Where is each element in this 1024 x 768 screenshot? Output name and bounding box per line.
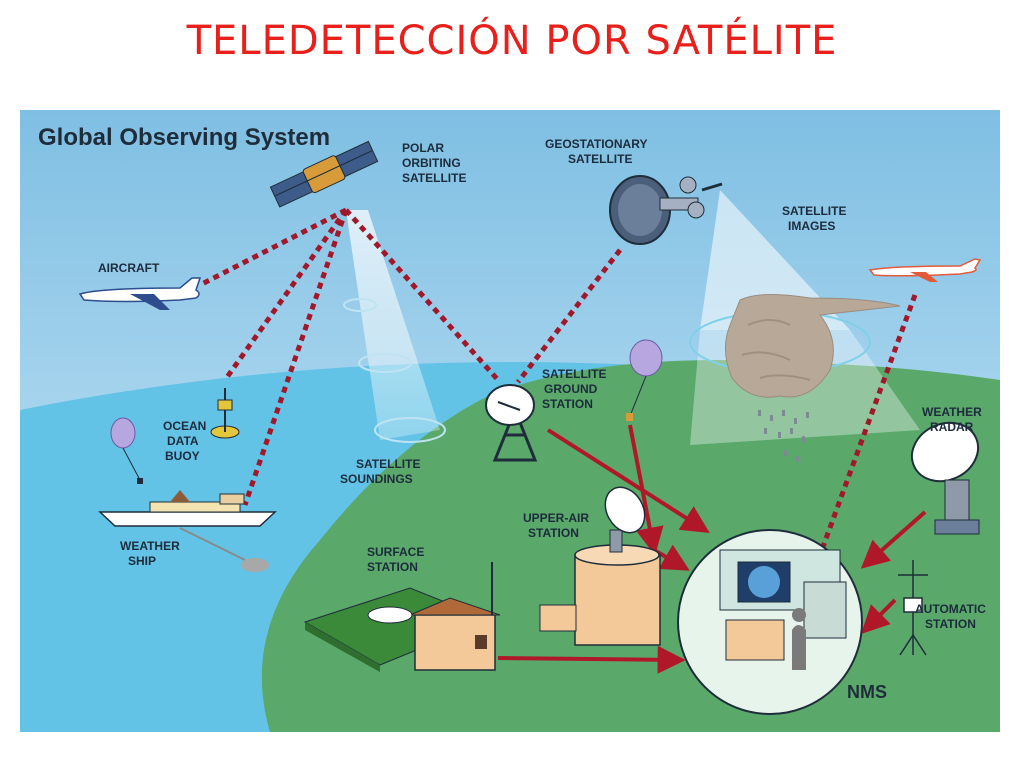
svg-text:AIRCRAFT: AIRCRAFT: [98, 261, 160, 275]
label-nms: NMS: [847, 682, 887, 702]
ground-station-icon: [485, 384, 538, 462]
ocean-buoy-icon: [210, 388, 240, 439]
svg-text:UPPER-AIR: UPPER-AIR: [523, 511, 589, 525]
upper-air-station-icon: [539, 486, 661, 646]
label-aircraft: AIRCRAFT: [98, 261, 160, 275]
svg-text:SATELLITE: SATELLITE: [542, 367, 606, 381]
geostationary-satellite-icon: [609, 175, 723, 245]
svg-text:WEATHER: WEATHER: [922, 405, 982, 419]
nms-centre-icon: [677, 529, 863, 715]
upper-air-balloon-icon: [626, 339, 663, 421]
label-satellite-soundings: SATELLITE SOUNDINGS: [340, 457, 420, 486]
svg-text:GROUND: GROUND: [544, 382, 598, 396]
label-weather-radar: WEATHER RADAR: [922, 405, 982, 434]
svg-text:STATION: STATION: [367, 560, 418, 574]
svg-text:AUTOMATIC: AUTOMATIC: [915, 602, 986, 616]
svg-text:SATELLITE: SATELLITE: [782, 204, 846, 218]
link-satellite-aircraft: [198, 207, 348, 288]
svg-text:RADAR: RADAR: [930, 420, 974, 434]
surface-station-icon: [303, 562, 501, 672]
data-flow-arrows: [497, 424, 927, 674]
global-observing-system-diagram: Global Observing System POLAR ORBITING S…: [20, 110, 1000, 732]
label-geostationary-satellite: GEOSTATIONARY SATELLITE: [545, 137, 647, 166]
label-polar-satellite: POLAR ORBITING SATELLITE: [402, 141, 466, 185]
svg-text:SURFACE: SURFACE: [367, 545, 424, 559]
svg-text:ORBITING: ORBITING: [402, 156, 461, 170]
label-upper-air-station: UPPER-AIR STATION: [523, 511, 589, 540]
aircraft-icon: [78, 277, 202, 310]
aircraft-red-icon: [868, 258, 982, 282]
svg-text:STATION: STATION: [528, 526, 579, 540]
link-satellite-ground-station: [344, 208, 500, 382]
arrow-balloon-upper-air: [628, 424, 664, 556]
weather-ship-icon: [98, 490, 277, 572]
observation-links: [198, 207, 918, 556]
label-satellite-images: SATELLITE IMAGES: [782, 204, 846, 233]
label-automatic-station: AUTOMATIC STATION: [915, 602, 986, 631]
arrow-upper-air-nms: [652, 544, 690, 571]
svg-text:BUOY: BUOY: [165, 449, 200, 463]
arrow-ground-station-nms: [546, 428, 710, 534]
svg-text:SATELLITE: SATELLITE: [402, 171, 466, 185]
link-satellite-ship: [242, 209, 349, 506]
sounding-cone: [343, 210, 446, 443]
arrow-automatic-nms: [861, 598, 897, 634]
label-surface-station: SURFACE STATION: [367, 545, 424, 574]
diagram-heading: Global Observing System: [38, 124, 330, 151]
automatic-station-icon: [898, 560, 928, 656]
svg-text:STATION: STATION: [542, 397, 593, 411]
arrow-radar-nms: [860, 510, 927, 569]
svg-text:SOUNDINGS: SOUNDINGS: [340, 472, 413, 486]
link-geostationary-ground-station: [516, 248, 622, 384]
svg-text:SATELLITE: SATELLITE: [356, 457, 420, 471]
svg-text:OCEAN: OCEAN: [163, 419, 206, 433]
label-ground-station: SATELLITE GROUND STATION: [542, 367, 606, 411]
slide-title: TELEDETECCIÓN POR SATÉLITE: [186, 18, 838, 64]
link-aircraft-nms: [817, 294, 918, 556]
weather-radar-icon: [910, 421, 980, 535]
svg-text:WEATHER: WEATHER: [120, 539, 180, 553]
storm-cloud: [725, 293, 901, 462]
polar-satellite-icon: [269, 140, 379, 208]
diagram-canvas: Global Observing System POLAR ORBITING S…: [20, 110, 1000, 732]
label-weather-ship: WEATHER SHIP: [120, 539, 180, 568]
svg-text:GEOSTATIONARY: GEOSTATIONARY: [545, 137, 647, 151]
svg-text:STATION: STATION: [925, 617, 976, 631]
link-satellite-buoy: [222, 208, 349, 382]
svg-text:POLAR: POLAR: [402, 141, 444, 155]
svg-text:DATA: DATA: [167, 434, 199, 448]
radiosonde-balloon-icon: [110, 417, 143, 484]
geostationary-beam: [700, 190, 850, 330]
arrow-surface-nms: [497, 645, 686, 674]
label-ocean-buoy: OCEAN DATA BUOY: [163, 419, 206, 463]
svg-text:IMAGES: IMAGES: [788, 219, 835, 233]
svg-text:SATELLITE: SATELLITE: [568, 152, 632, 166]
svg-text:SHIP: SHIP: [128, 554, 156, 568]
